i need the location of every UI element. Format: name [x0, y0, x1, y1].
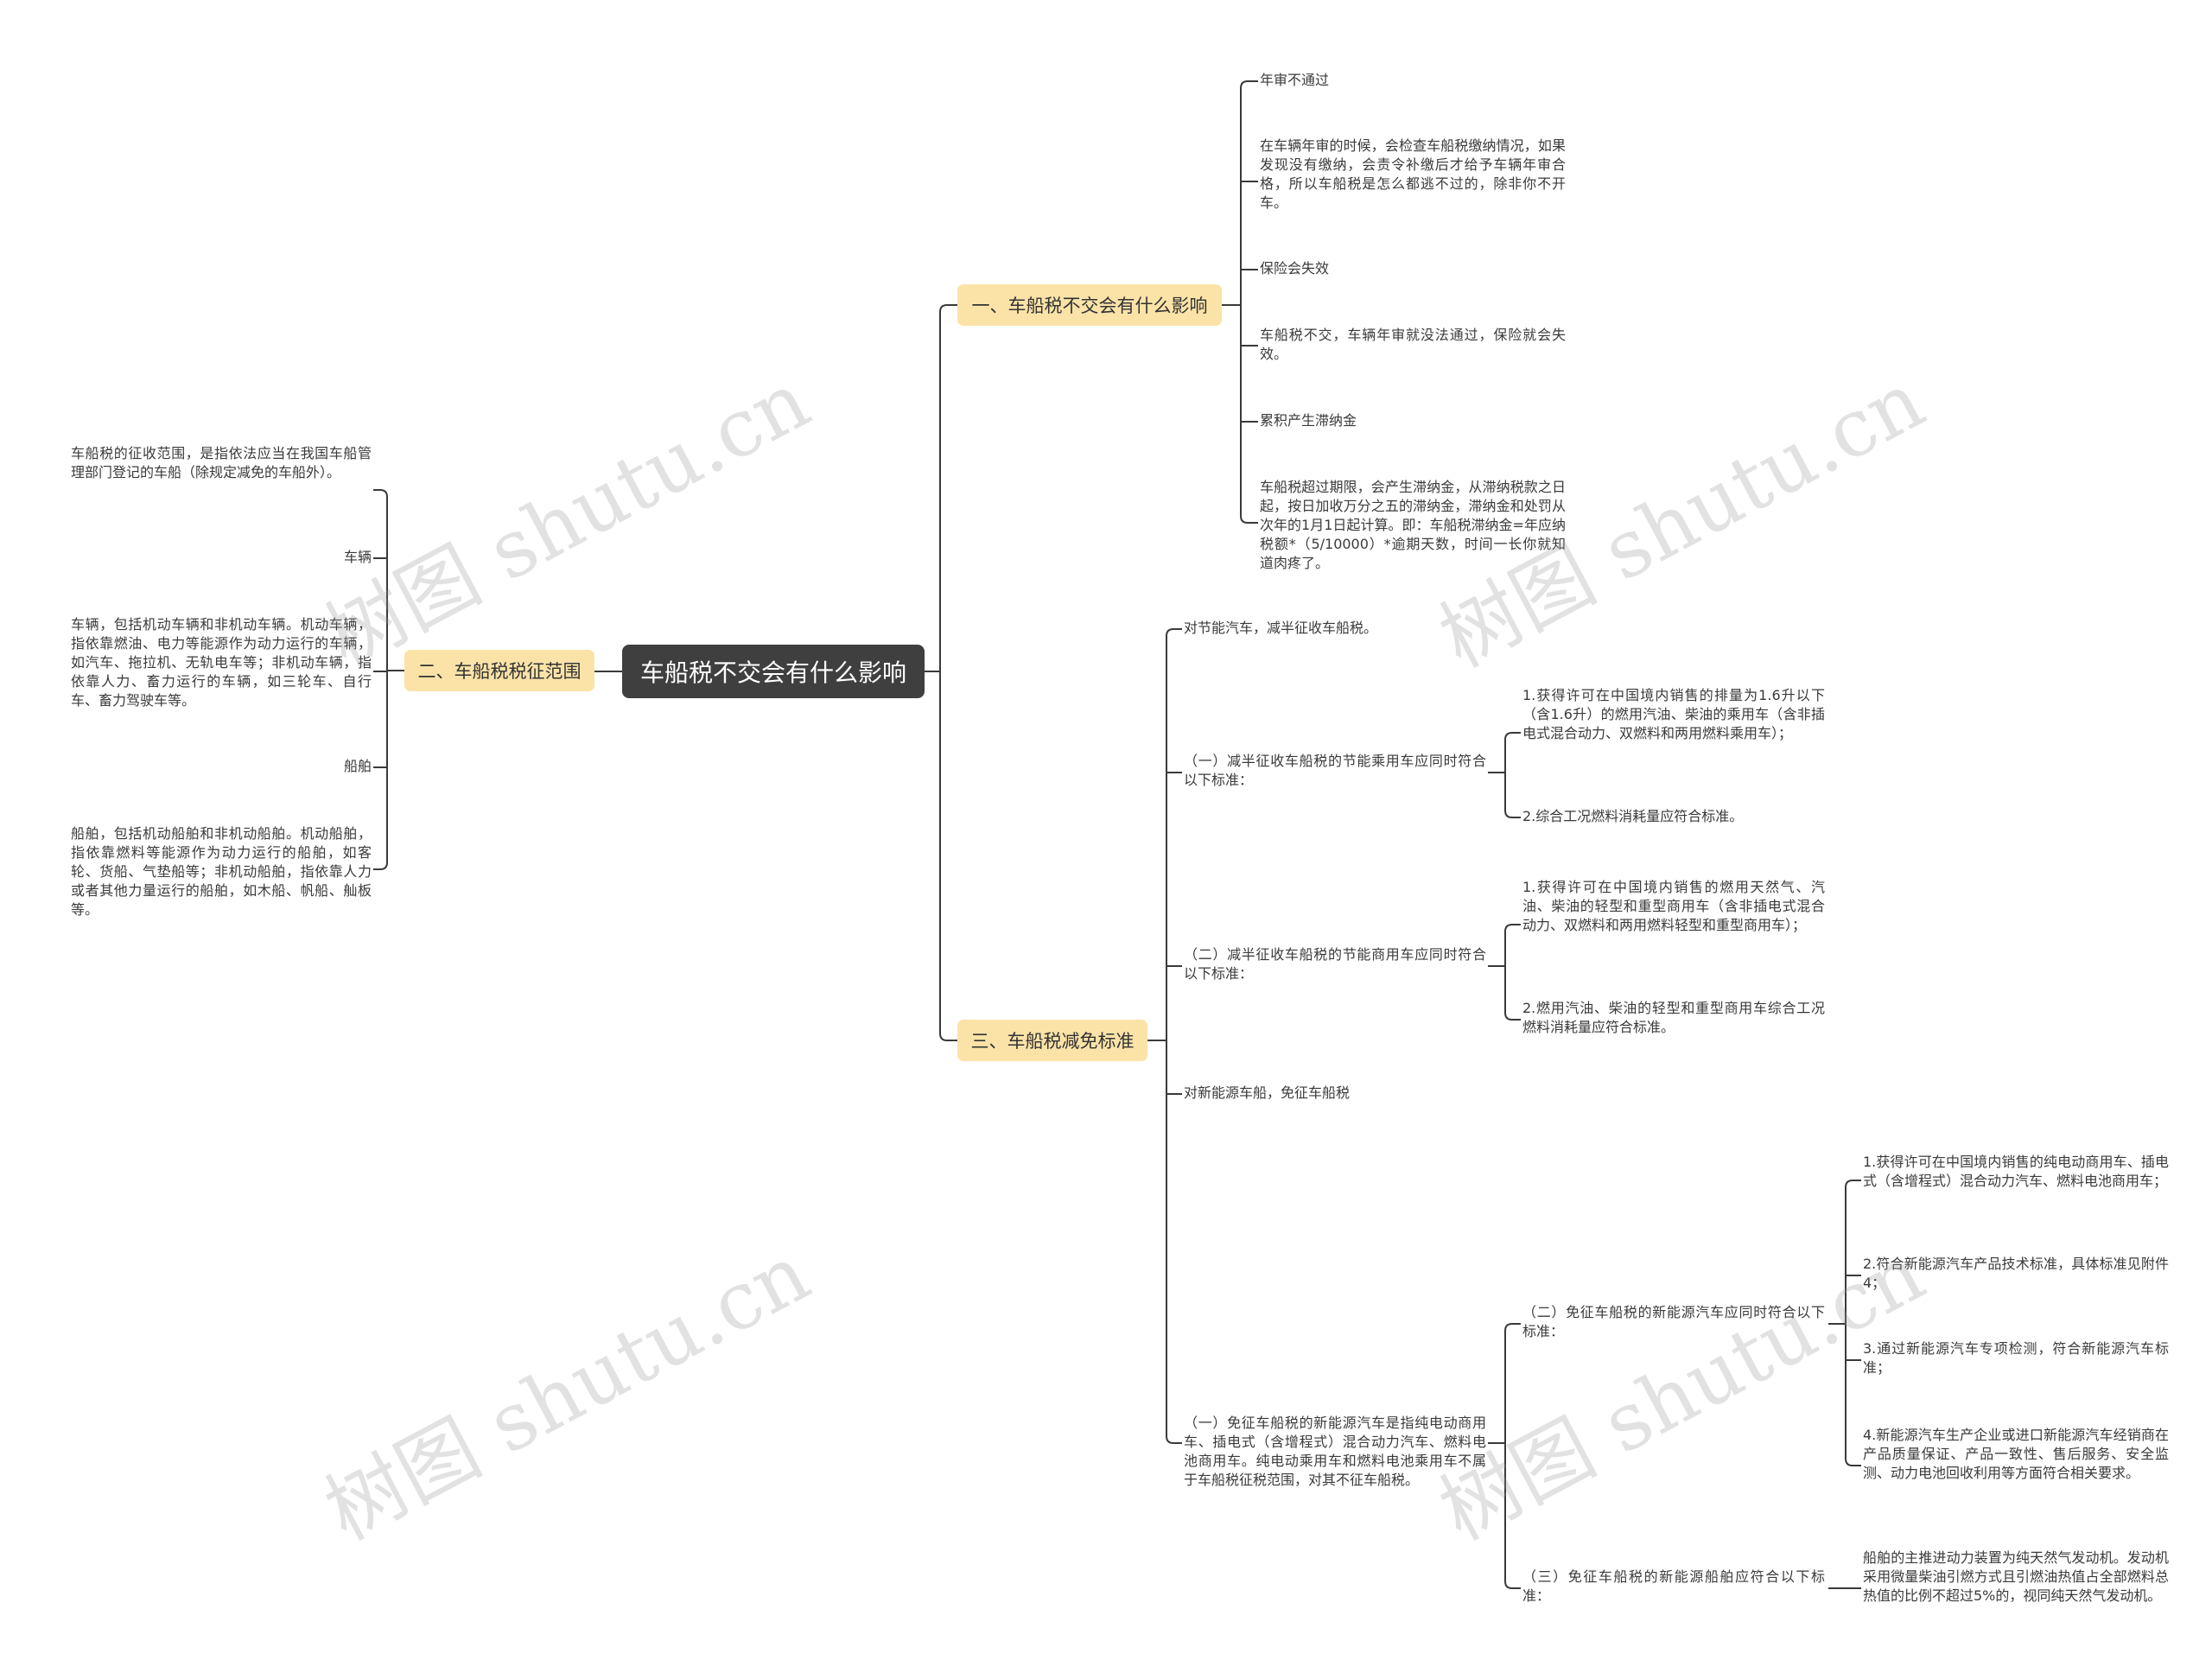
b3-item-ship-standard-1[interactable]: 船舶的主推进动力装置为纯天然气发动机。发动机采用微量柴油引燃方式且引燃油热值占全… [1863, 1549, 2169, 1604]
b1-item-annual-inspection-detail[interactable]: 在车辆年审的时候，会检查车船税缴纳情况，如果发现没有缴纳，会责令补缴后才给予车辆… [1260, 137, 1566, 211]
b1-item-annual-inspection[interactable]: 年审不通过 [1260, 72, 1330, 88]
b2-item-vehicles[interactable]: 车辆 [343, 549, 372, 565]
b2-item-ships-detail[interactable]: 船舶，包括机动船舶和非机动船舶。机动船舶，指依靠燃料等能源作为动力运行的船舶，如… [71, 825, 372, 918]
b3-spine [1166, 628, 1174, 1444]
b1-item-late-fee-detail[interactable]: 车船税超过期限，会产生滞纳金，从滞纳税款之日起，按日加收万分之五的滞纳金，滞纳金… [1260, 479, 1566, 571]
b3-item-new-energy-vehicle-standard[interactable]: （二）免征车船税的新能源汽车应同时符合以下标准： [1522, 1304, 1825, 1339]
b3-e-spine [1504, 1323, 1513, 1589]
b3-item-passenger-standard[interactable]: （一）减半征收车船税的节能乘用车应同时符合以下标准： [1184, 753, 1486, 788]
b1-item-late-fee[interactable]: 累积产生滞纳金 [1260, 412, 1357, 429]
b3-item-passenger-standard-1[interactable]: 1.获得许可在中国境内销售的排量为1.6升以下（含1.6升）的燃用汽油、柴油的乘… [1522, 687, 1825, 741]
b3-f-spine [1845, 1180, 1853, 1466]
b3-item-new-energy[interactable]: 对新能源车船，免征车船税 [1184, 1084, 1351, 1101]
b1-item-insurance[interactable]: 保险会失效 [1260, 260, 1330, 277]
b3-item-energy-saving[interactable]: 对节能汽车，减半征收车船税。 [1184, 620, 1378, 636]
b3-c-spine [1504, 924, 1513, 1021]
branch-2-topic[interactable]: 二、车船税税征范围 [404, 650, 594, 691]
b3-item-nev-standard-2[interactable]: 2.符合新能源汽车产品技术标准，具体标准见附件4； [1863, 1256, 2169, 1291]
root-right-spine [939, 304, 948, 1041]
b3-item-nev-standard-3[interactable]: 3.通过新能源汽车专项检测，符合新能源汽车标准； [1863, 1340, 2169, 1376]
b1-spine [1240, 80, 1249, 524]
branch-1-topic[interactable]: 一、车船税不交会有什么影响 [957, 284, 1222, 326]
b3-b-spine [1504, 732, 1513, 818]
b2-spine [379, 489, 388, 870]
b2-item-ships[interactable]: 船舶 [343, 758, 372, 774]
b2-item-scope[interactable]: 车船税的征收范围，是指依法应当在我国车船管理部门登记的车船（除规定减免的车船外）… [71, 445, 372, 480]
b3-item-new-energy-vehicle-def[interactable]: （一）免征车船税的新能源汽车是指纯电动商用车、插电式（含增程式）混合动力汽车、燃… [1184, 1415, 1486, 1488]
b3-item-nev-standard-1[interactable]: 1.获得许可在中国境内销售的纯电动商用车、插电式（含增程式）混合动力汽车、燃料电… [1863, 1154, 2169, 1189]
root-topic[interactable]: 车船税不交会有什么影响 [622, 645, 925, 698]
b3-item-commercial-standard[interactable]: （二）减半征收车船税的节能商用车应同时符合以下标准： [1184, 946, 1486, 982]
b3-item-nev-standard-4[interactable]: 4.新能源汽车生产企业或进口新能源汽车经销商在产品质量保证、产品一致性、售后服务… [1863, 1427, 2169, 1481]
b3-item-passenger-standard-2[interactable]: 2.综合工况燃料消耗量应符合标准。 [1522, 808, 1744, 824]
b2-item-vehicles-detail[interactable]: 车辆，包括机动车辆和非机动车辆。机动车辆，指依靠燃油、电力等能源作为动力运行的车… [71, 616, 372, 709]
b3-item-commercial-standard-2[interactable]: 2.燃用汽油、柴油的轻型和重型商用车综合工况燃料消耗量应符合标准。 [1522, 1000, 1825, 1035]
b3-item-new-energy-ship-standard[interactable]: （三）免征车船税的新能源船舶应符合以下标准： [1522, 1568, 1825, 1604]
b1-item-insurance-detail[interactable]: 车船税不交，车辆年审就没法通过，保险就会失效。 [1260, 327, 1566, 362]
branch-3-topic[interactable]: 三、车船税减免标准 [957, 1020, 1147, 1061]
b3-item-commercial-standard-1[interactable]: 1.获得许可在中国境内销售的燃用天然气、汽油、柴油的轻型和重型商用车（含非插电式… [1522, 879, 1825, 933]
